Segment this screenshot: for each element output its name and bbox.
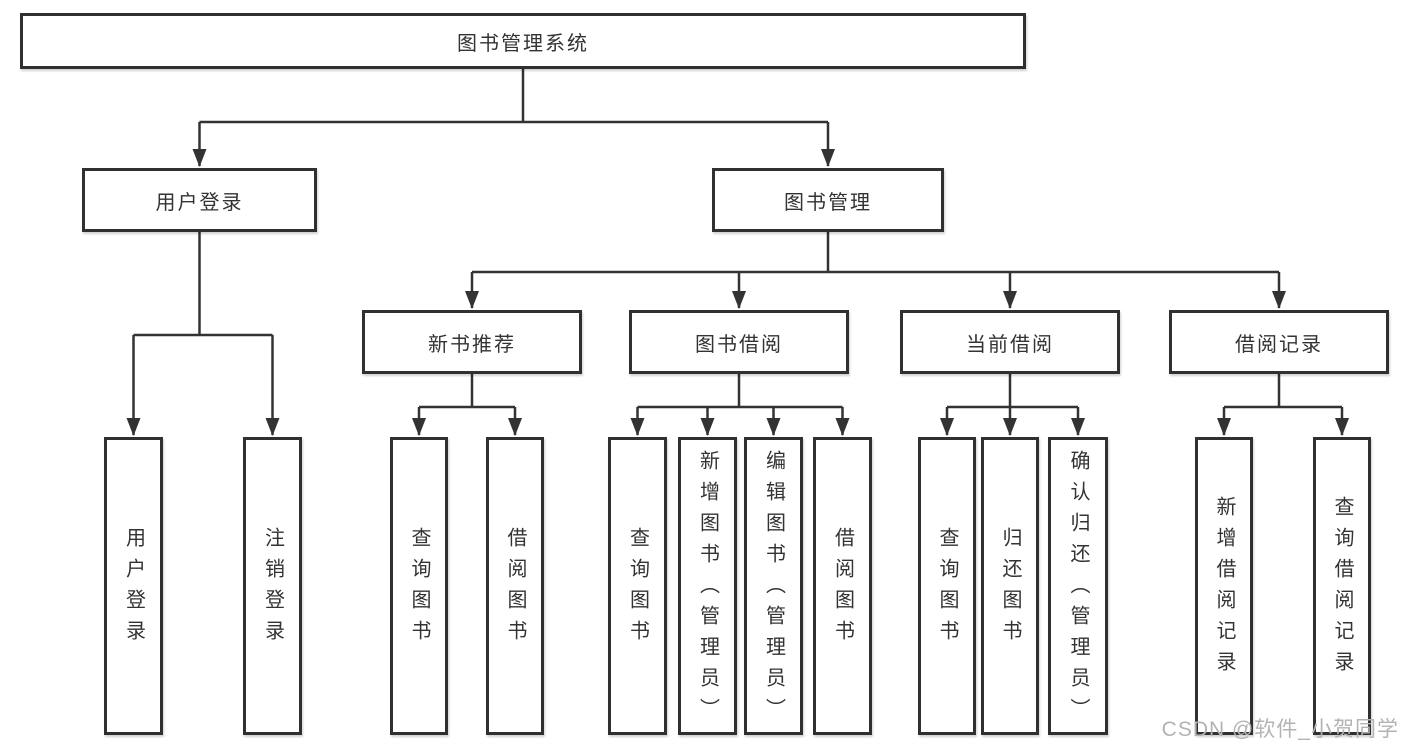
leaf-add-book-admin: 新增图书（管理员） — [678, 437, 737, 735]
leaf-query-book-recommend: 查询图书 — [390, 437, 448, 735]
leaf-add-borrow-record: 新增借阅记录 — [1195, 437, 1253, 735]
leaf-edit-book-admin: 编辑图书（管理员） — [744, 437, 803, 735]
leaf-logout: 注销登录 — [243, 437, 302, 735]
leaf-query-borrow-record: 查询借阅记录 — [1313, 437, 1371, 735]
leaf-user-login: 用户登录 — [104, 437, 163, 735]
leaf-return-book: 归还图书 — [981, 437, 1039, 735]
csdn-watermark: CSDN @软件_小贺同学 — [1161, 718, 1399, 741]
leaf-confirm-return-admin: 确认归还（管理员） — [1048, 437, 1108, 735]
leaf-borrow-book-recommend: 借阅图书 — [486, 437, 544, 735]
node-new-book-recommend: 新书推荐 — [362, 310, 582, 374]
node-book-management: 图书管理 — [712, 168, 944, 232]
node-root-library-system: 图书管理系统 — [20, 13, 1026, 69]
node-user-login: 用户登录 — [82, 168, 317, 232]
node-current-borrow: 当前借阅 — [900, 310, 1120, 374]
leaf-query-book-current: 查询图书 — [918, 437, 976, 735]
leaf-query-book-borrow: 查询图书 — [608, 437, 667, 735]
node-borrow-record: 借阅记录 — [1169, 310, 1389, 374]
leaf-borrow-book: 借阅图书 — [813, 437, 872, 735]
node-book-borrow: 图书借阅 — [629, 310, 849, 374]
